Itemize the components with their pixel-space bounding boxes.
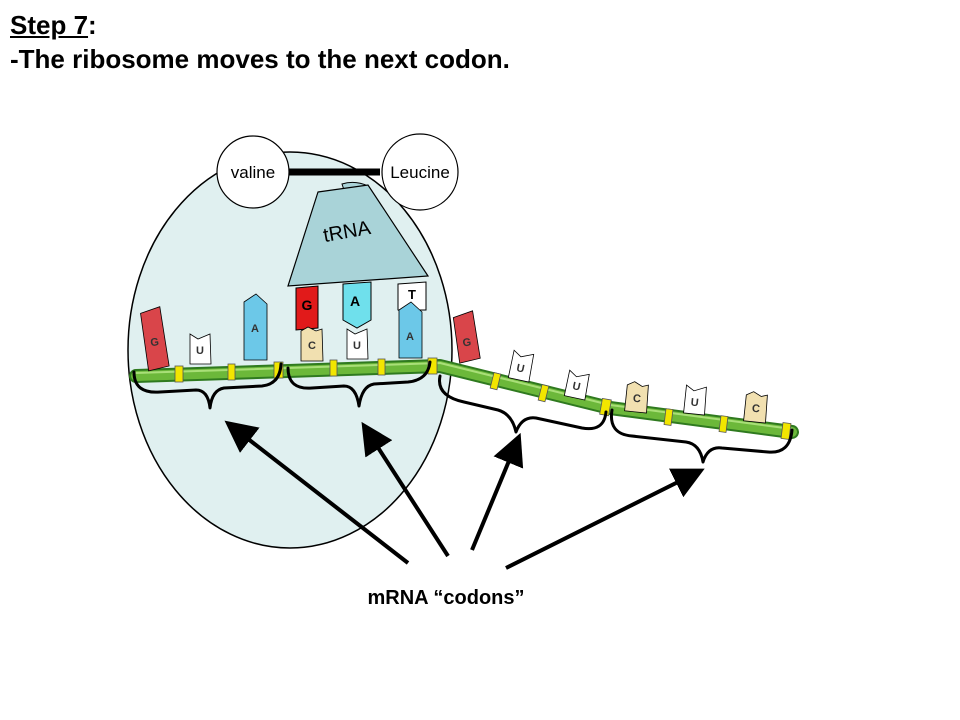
mrna-base: A [398,301,423,359]
mrna-band [377,358,386,376]
arrow-to-codon-3 [470,432,524,551]
slide-title: Step 7: -The ribosome moves to the next … [10,8,510,76]
svg-text:U: U [353,340,361,352]
amino-acid-leucine-label: Leucine [390,163,450,182]
codon-arrows [224,420,705,570]
mrna-band [329,359,338,377]
mrna-band [780,422,792,440]
anticodon-base-2-label: A [350,293,360,309]
mrna-base: U [563,369,590,401]
svg-text:U: U [571,380,581,393]
mrna-bases: G U A C U A G U [140,293,768,424]
codon-brace-1 [132,362,283,410]
mrna-band [489,372,502,391]
step-label: Step 7 [10,10,89,40]
svg-text:U: U [515,362,525,375]
anticodon-base-1-label: G [302,297,313,313]
mrna-base: C [300,326,324,362]
mrna-base: U [189,333,212,365]
anticodon-base-2 [342,281,372,329]
svg-text:G: G [462,336,472,349]
arrow-to-codon-2 [361,421,450,558]
mrna-band [663,408,674,426]
amino-acid-valine-label: valine [231,163,275,182]
mrna-base: U [683,384,707,416]
mrna-base: A [243,293,268,361]
step-description: -The ribosome moves to the next codon. [10,44,510,74]
mrna-base: G [140,306,170,372]
codon-brace-4 [609,408,794,464]
svg-text:C: C [751,403,760,416]
mrna-band [174,365,184,383]
mrna-base: U [507,349,535,383]
svg-text:C: C [308,340,316,352]
mrna-band [537,384,550,403]
mrna-band [227,363,236,381]
step-suffix: : [88,10,97,40]
mrna-base: C [743,391,768,424]
arrow-to-codon-1 [224,420,410,565]
anticodon-base-1 [295,285,319,331]
arrow-to-codon-4 [505,468,705,570]
svg-text:U: U [196,345,204,357]
svg-text:U: U [690,397,699,410]
mrna-band [718,415,729,433]
codon-braces [132,360,794,464]
mrna-base: C [624,381,649,414]
codon-brace-2 [286,360,432,408]
mrna-codons-caption: mRNA “codons” [367,587,524,609]
svg-text:A: A [251,323,259,335]
step-heading: Step 7: [10,8,510,42]
mrna-base: U [346,328,369,360]
svg-text:C: C [632,393,641,406]
anticodon-base-3-label: T [408,287,416,302]
anticodon: G A T [295,281,427,331]
codon-brace-3 [438,374,608,434]
trna-body [287,184,430,287]
amino-acid-leucine [381,133,459,211]
amino-acid-valine [216,135,290,209]
svg-text:A: A [406,331,414,343]
svg-text:G: G [150,336,160,349]
mrna-base: G [452,310,481,364]
